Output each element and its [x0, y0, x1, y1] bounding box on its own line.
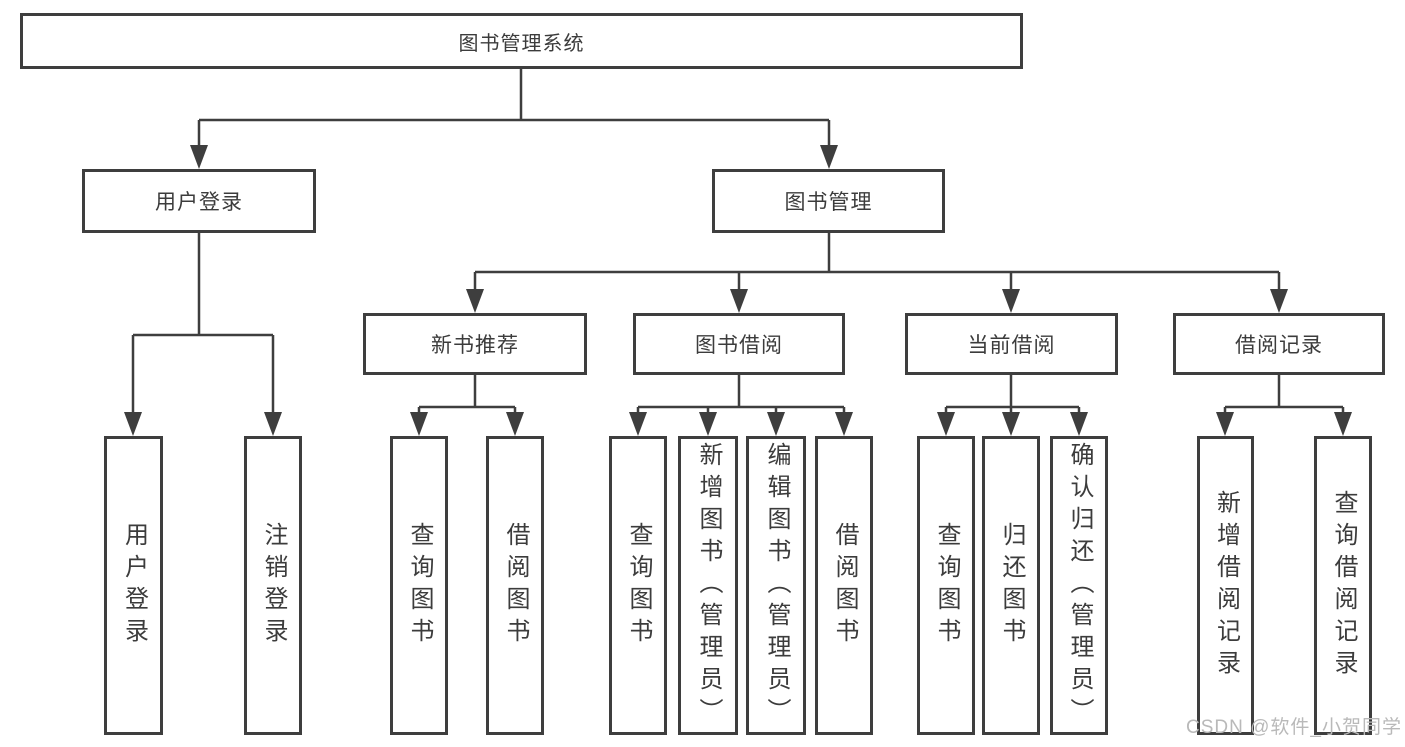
node-new-book-recommend-label: 新书推荐: [431, 334, 519, 357]
node-current-borrow-label: 当前借阅: [967, 334, 1056, 357]
leaf-edit-books-admin: 编辑图书（管理员）: [746, 436, 806, 735]
leaf-query-books-1: 查询图书: [390, 436, 448, 735]
leaf-query-books-2: 查询图书: [609, 436, 667, 735]
arrowhead-icon: [1334, 412, 1352, 436]
leaf-query-books-2-label: 查询图书: [625, 521, 652, 650]
leaf-query-books-1-label: 查询图书: [406, 521, 433, 650]
connector-user-login-branch: [131, 233, 275, 420]
arrowhead-icon: [1002, 289, 1020, 313]
leaf-edit-books-admin-label: 编辑图书（管理员）: [763, 441, 790, 730]
arrowhead-icon: [937, 412, 955, 436]
node-borrow-records-label: 借阅记录: [1235, 334, 1323, 357]
arrowhead-icons: [124, 145, 1352, 436]
arrowhead-icon: [466, 289, 484, 313]
node-book-borrow: 图书借阅: [633, 313, 845, 375]
arrowhead-icon: [629, 412, 647, 436]
arrowhead-icon: [1070, 412, 1088, 436]
node-new-book-recommend: 新书推荐: [363, 313, 587, 375]
leaf-borrow-books-1: 借阅图书: [486, 436, 544, 735]
leaf-confirm-return-admin: 确认归还（管理员）: [1050, 436, 1108, 735]
arrowhead-icon: [264, 412, 282, 436]
arrowhead-icon: [767, 412, 785, 436]
node-root-system: 图书管理系统: [20, 13, 1023, 69]
leaf-borrow-books-1-label: 借阅图书: [502, 521, 529, 650]
arrowhead-icon: [124, 412, 142, 436]
node-user-login-branch-label: 用户登录: [155, 191, 243, 214]
leaf-logout: 注销登录: [244, 436, 302, 735]
connector-borrow-records-group: [1223, 375, 1345, 420]
connector-root-to-level2: [197, 69, 831, 152]
arrowhead-icon: [1002, 412, 1020, 436]
leaf-borrow-books-2-label: 借阅图书: [831, 521, 858, 650]
leaf-query-borrow-record: 查询借阅记录: [1314, 436, 1372, 735]
leaf-return-books: 归还图书: [982, 436, 1040, 735]
leaf-add-books-admin-label: 新增图书（管理员）: [695, 441, 722, 730]
arrowhead-icon: [835, 412, 853, 436]
connector-book-borrow-group: [636, 375, 846, 420]
arrowhead-icon: [190, 145, 208, 169]
connector-new-book-group: [417, 375, 517, 420]
arrowhead-icon: [506, 412, 524, 436]
arrowhead-icon: [1216, 412, 1234, 436]
arrowhead-icon: [410, 412, 428, 436]
leaf-add-borrow-record: 新增借阅记录: [1197, 436, 1254, 735]
leaf-user-login-label: 用户登录: [120, 521, 148, 650]
node-book-management: 图书管理: [712, 169, 945, 233]
node-user-login-branch: 用户登录: [82, 169, 316, 233]
leaf-add-borrow-record-label: 新增借阅记录: [1212, 489, 1240, 682]
node-book-management-label: 图书管理: [784, 191, 873, 214]
leaf-logout-label: 注销登录: [260, 521, 287, 650]
node-book-borrow-label: 图书借阅: [695, 334, 783, 357]
arrowhead-icon: [730, 289, 748, 313]
node-borrow-records: 借阅记录: [1173, 313, 1385, 375]
arrowhead-icon: [699, 412, 717, 436]
leaf-add-books-admin: 新增图书（管理员）: [678, 436, 738, 735]
leaf-confirm-return-admin-label: 确认归还（管理员）: [1066, 441, 1093, 730]
connector-book-mgmt-to-level3: [473, 233, 1281, 297]
leaf-user-login: 用户登录: [104, 436, 163, 735]
node-current-borrow: 当前借阅: [905, 313, 1118, 375]
leaf-query-books-3-label: 查询图书: [933, 521, 960, 650]
leaf-borrow-books-2: 借阅图书: [815, 436, 873, 735]
arrowhead-icon: [820, 145, 838, 169]
leaf-query-borrow-record-label: 查询借阅记录: [1330, 489, 1357, 682]
watermark-text: CSDN @软件_小贺同学: [1186, 717, 1402, 738]
leaf-return-books-label: 归还图书: [998, 521, 1025, 650]
arrowhead-icon: [1270, 289, 1288, 313]
leaf-query-books-3: 查询图书: [917, 436, 975, 735]
node-root-system-label: 图书管理系统: [458, 32, 585, 55]
